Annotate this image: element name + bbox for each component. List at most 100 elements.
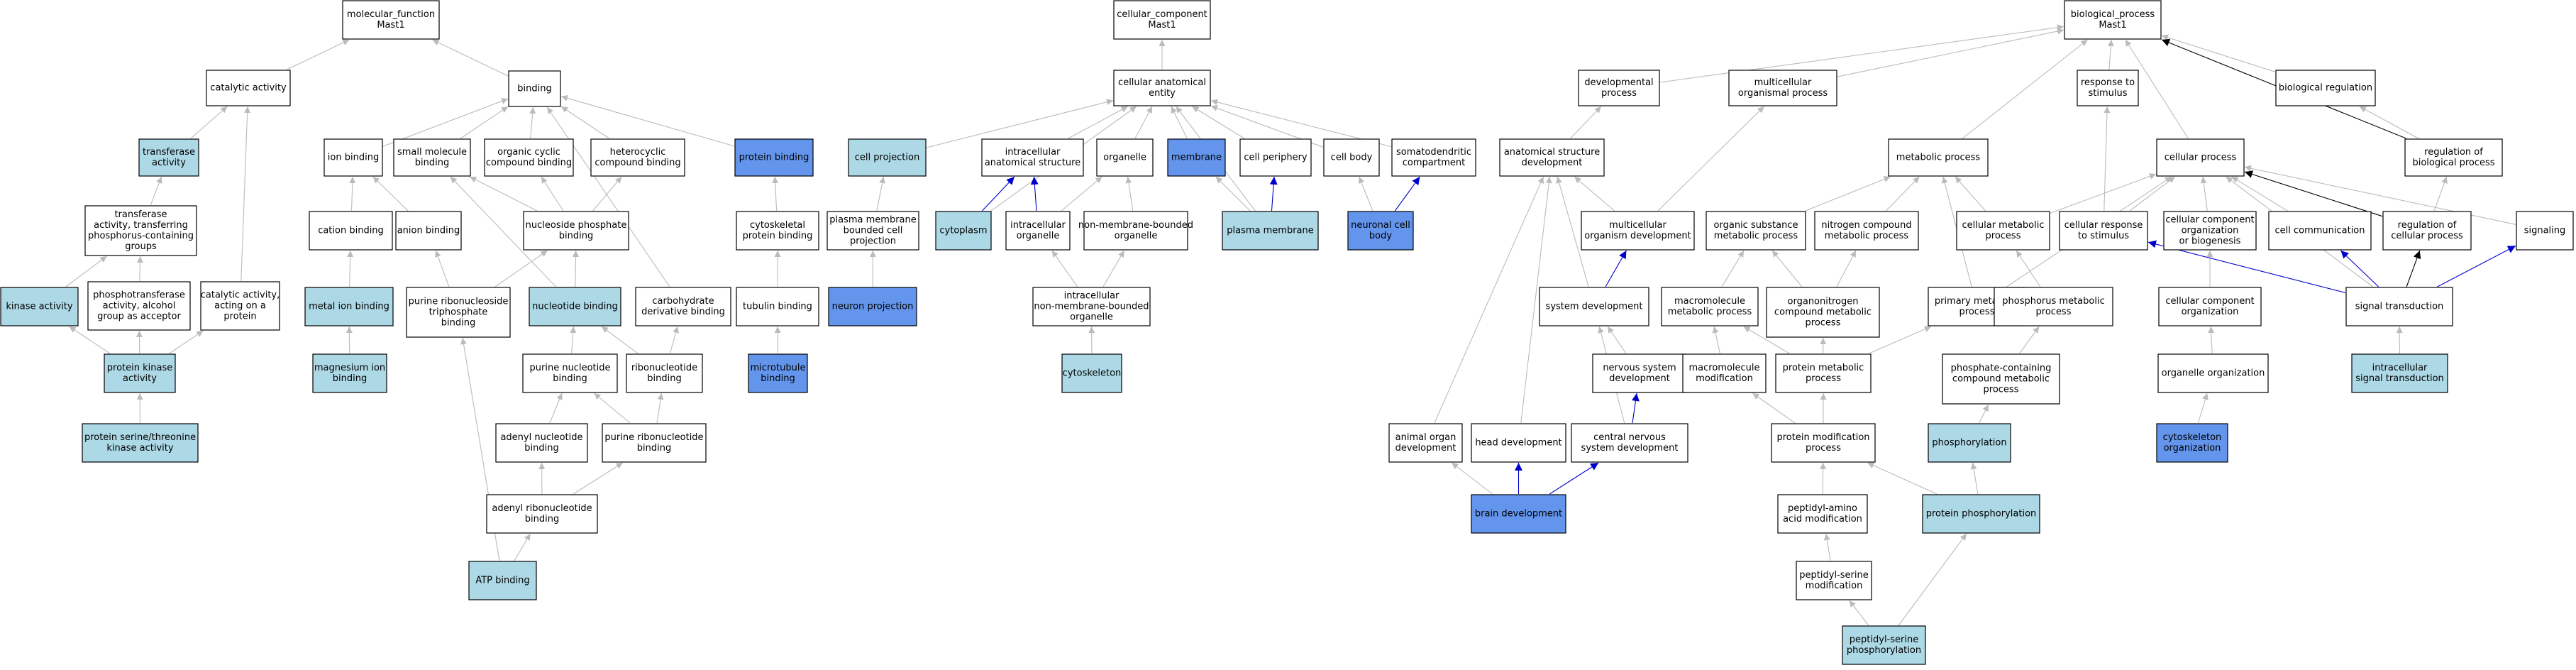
- go-term-node-sigtrans[interactable]: signal transduction: [2345, 287, 2453, 326]
- go-term-node-intranmbo[interactable]: intracellularnon-membrane-boundedorganel…: [1032, 287, 1151, 326]
- go-term-node-braindev[interactable]: brain development: [1471, 494, 1566, 534]
- go-term-node-nucbind[interactable]: nucleotide binding: [529, 287, 621, 326]
- go-term-node-kinase[interactable]: kinase activity: [0, 287, 79, 326]
- edge-nitro-to-metab: [1886, 176, 1920, 212]
- node-label-line: anatomical structure: [985, 158, 1080, 168]
- go-term-node-headdev[interactable]: head development: [1471, 423, 1566, 463]
- go-term-node-signaling[interactable]: signaling: [2516, 211, 2574, 251]
- go-term-node-sysdev[interactable]: system development: [1539, 287, 1649, 326]
- go-term-node-cation[interactable]: cation binding: [309, 211, 393, 251]
- go-term-node-protphos[interactable]: protein phosphorylation: [1922, 494, 2040, 534]
- node-label-line: cellular metabolic: [1962, 220, 2045, 231]
- go-term-node-bioreg[interactable]: biological regulation: [2275, 70, 2376, 106]
- go-term-node-cat[interactable]: catalytic activity: [206, 70, 291, 106]
- go-term-node-cytosk[interactable]: cytoskeleton: [1061, 353, 1122, 393]
- go-term-node-metalion[interactable]: metal ion binding: [304, 287, 394, 326]
- go-term-node-atp[interactable]: ATP binding: [468, 561, 537, 600]
- node-label-line: compound binding: [486, 158, 572, 168]
- go-term-node-tubulin[interactable]: tubulin binding: [736, 287, 819, 326]
- go-term-node-protbind[interactable]: protein binding: [734, 138, 814, 177]
- go-term-node-neuronproj[interactable]: neuron projection: [828, 287, 917, 326]
- go-term-node-binding[interactable]: binding: [508, 70, 561, 107]
- go-term-node-membrane[interactable]: membrane: [1167, 138, 1226, 177]
- go-term-node-cellproj[interactable]: cell projection: [848, 138, 927, 177]
- go-term-node-ion[interactable]: ion binding: [324, 138, 383, 177]
- edge-sigtrans-to-signaling: [2437, 245, 2516, 287]
- go-term-node-cellperiph[interactable]: cell periphery: [1239, 138, 1312, 177]
- go-term-node-cellproc[interactable]: cellular process: [2156, 138, 2245, 177]
- edge-nsd-to-sysdev: [1607, 326, 1627, 354]
- go-term-node-pm[interactable]: plasma membrane: [1222, 211, 1319, 251]
- go-term-node-cytoplasm[interactable]: cytoplasm: [935, 211, 992, 251]
- node-box: [2268, 211, 2372, 251]
- go-term-node-phosphorylation[interactable]: phosphorylation: [1928, 423, 2011, 463]
- go-term-node-organelle[interactable]: organelle: [1096, 138, 1154, 177]
- go-term-node-orgorg[interactable]: organelle organization: [2157, 353, 2269, 393]
- edge-intraorg-to-intracellas: [1030, 176, 1039, 212]
- go-term-node-cellcomm[interactable]: cell communication: [2268, 211, 2372, 251]
- go-term-node-cellbody[interactable]: cell body: [1323, 138, 1380, 177]
- go-term-node-anion[interactable]: anion binding: [395, 211, 462, 251]
- edge-ribonuc-to-carbder: [669, 326, 680, 354]
- go-term-node-metab[interactable]: metabolic process: [1888, 138, 1989, 177]
